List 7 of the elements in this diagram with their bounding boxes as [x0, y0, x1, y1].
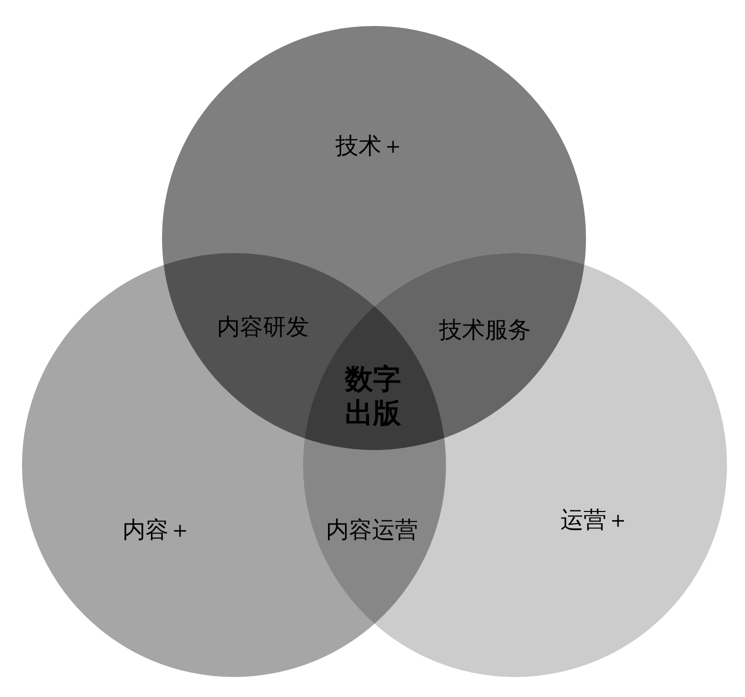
overlap-label: 内容运营 — [326, 516, 418, 546]
circle-label: 技术＋ — [336, 132, 404, 162]
overlap-label: 技术服务 — [439, 316, 531, 346]
circle-label: 运营＋ — [560, 506, 630, 536]
circle-label: 内容＋ — [122, 516, 192, 546]
center-label: 数字出版 — [344, 362, 402, 430]
overlap-label: 内容研发 — [217, 314, 309, 342]
